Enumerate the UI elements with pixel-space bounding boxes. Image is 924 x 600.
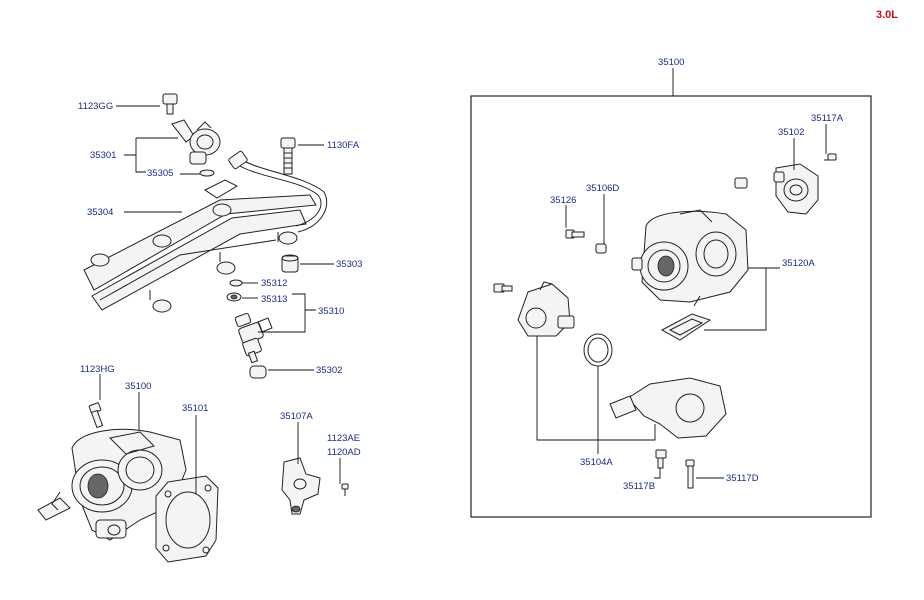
sensor-35107a-drawing xyxy=(281,457,321,515)
callout-1123gg: 1123GG xyxy=(78,101,113,112)
insulator-35303-drawing xyxy=(281,254,299,273)
callout-35302: 35302 xyxy=(316,365,342,376)
nut-35106d-drawing xyxy=(595,243,607,254)
callout-35305: 35305 xyxy=(147,168,173,179)
callout-35304: 35304 xyxy=(87,207,113,218)
bolt-1130fa-drawing xyxy=(280,137,296,175)
callout-1123ae: 1123AE xyxy=(327,433,360,444)
callout-35107a: 35107A xyxy=(280,411,313,422)
throttle-body-detail-drawing xyxy=(493,153,837,489)
bolt-1123gg-drawing xyxy=(162,93,178,115)
sensor-35102-drawing xyxy=(773,163,819,215)
callout-35117a: 35117A xyxy=(811,113,844,124)
injector-35310-drawing xyxy=(234,312,273,364)
leader-lines-right xyxy=(536,124,827,479)
callout-35301: 35301 xyxy=(90,150,116,161)
throttle-body-detail-box xyxy=(470,95,872,518)
callout-35303: 35303 xyxy=(336,259,362,270)
callout-1123hg: 1123HG xyxy=(80,364,115,375)
leader-lines-left-top xyxy=(116,105,334,371)
callout-1120ad: 1120AD xyxy=(327,447,361,458)
callout-35104a: 35104A xyxy=(580,457,613,468)
o-ring-detail-drawing xyxy=(583,333,613,367)
callout-35126: 35126 xyxy=(550,195,576,206)
bolt-detail-drawing xyxy=(493,283,513,293)
screw-1120ad-drawing xyxy=(341,483,349,496)
callout-35100-box: 35100 xyxy=(658,57,684,68)
pressure-regulator-drawing xyxy=(171,119,221,165)
throttle-body-left-drawing xyxy=(37,402,187,541)
callout-35106d: 35106D xyxy=(586,183,619,194)
callout-35117b: 35117B xyxy=(623,481,655,492)
bolt-35117d-drawing xyxy=(685,459,695,489)
callout-35101: 35101 xyxy=(182,403,208,414)
callout-35100-left: 35100 xyxy=(125,381,151,392)
callout-35313: 35313 xyxy=(261,294,287,305)
gasket-35101-drawing xyxy=(155,475,219,563)
cap-drawing xyxy=(734,177,748,189)
seal-35302-drawing xyxy=(249,365,267,379)
callout-35102: 35102 xyxy=(778,127,804,138)
main-body-drawing xyxy=(631,209,749,307)
bolt-1123hg-drawing xyxy=(88,402,104,429)
fuel-rail-assembly-drawing xyxy=(83,93,328,379)
idle-control-valve-drawing xyxy=(517,281,575,337)
leader-lines-left-bottom xyxy=(99,374,341,494)
callout-35117d: 35117D xyxy=(726,473,759,484)
callout-1130fa: 1130FA xyxy=(327,140,360,151)
o-ring-35305-drawing xyxy=(199,169,215,177)
screw-35126-drawing xyxy=(565,229,585,239)
clip-35313-drawing xyxy=(226,292,242,302)
seal-35312-drawing xyxy=(229,279,243,287)
engine-label: 3.0L xyxy=(876,9,898,21)
elbow-housing-drawing xyxy=(609,377,727,439)
fuel-rail-drawing xyxy=(83,150,328,313)
callout-35310: 35310 xyxy=(318,306,344,317)
gasket-35120a-drawing xyxy=(660,313,712,341)
callout-35120a: 35120A xyxy=(782,258,815,269)
screw-35117a-drawing xyxy=(824,153,837,161)
screw-35117b-drawing xyxy=(655,449,667,469)
callout-35312: 35312 xyxy=(261,278,287,289)
